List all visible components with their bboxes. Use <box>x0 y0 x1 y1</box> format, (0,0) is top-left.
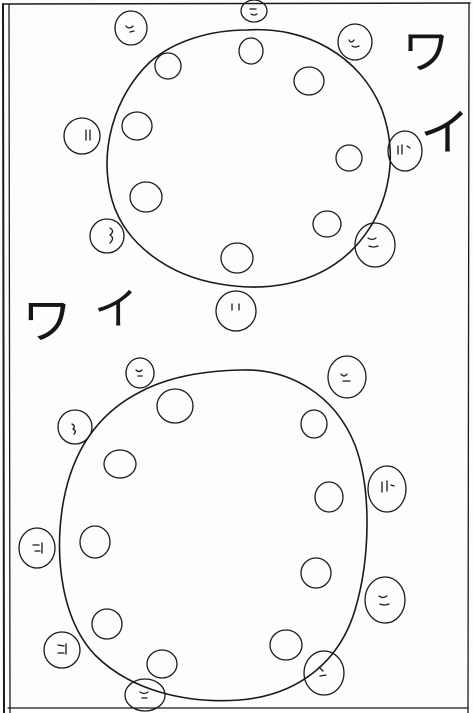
guest-face <box>365 577 405 623</box>
top-outer-guests <box>64 0 422 331</box>
chair <box>92 609 122 639</box>
guest-face <box>90 219 124 253</box>
guest-face <box>304 651 344 695</box>
chair <box>104 450 136 478</box>
guest-face <box>44 632 80 668</box>
chair <box>221 243 253 273</box>
chair <box>130 182 162 212</box>
guest-face <box>19 528 55 568</box>
chair <box>270 630 302 660</box>
guest-face <box>115 11 147 45</box>
bottom-outer-guests <box>19 356 406 711</box>
chair <box>313 211 341 237</box>
chair <box>301 558 331 588</box>
label-wa-top: ワ <box>402 28 450 76</box>
page-frame <box>3 3 470 713</box>
guest-face <box>125 679 165 711</box>
chair <box>239 38 263 64</box>
chair <box>301 410 327 438</box>
chair <box>336 145 362 171</box>
guest-face <box>355 223 395 267</box>
guest-face <box>216 291 256 331</box>
top-table-group <box>64 0 422 331</box>
label-i-top: イ <box>420 108 470 158</box>
guest-face <box>368 466 406 512</box>
guest-face <box>126 358 154 388</box>
chair <box>315 482 343 512</box>
chair <box>80 526 110 558</box>
chair <box>294 67 324 95</box>
guest-face <box>388 131 422 171</box>
chair <box>157 389 193 423</box>
bottom-table-group <box>19 356 406 711</box>
chair <box>122 112 152 140</box>
guest-face <box>338 24 372 60</box>
top-inner-chairs <box>122 38 362 273</box>
chair <box>147 650 177 678</box>
guest-face <box>64 118 100 154</box>
label-wa-middle: ワ <box>22 296 72 346</box>
chair <box>155 53 181 79</box>
label-i-middle: イ <box>94 288 138 332</box>
guest-face <box>328 356 366 398</box>
guest-face <box>58 410 92 444</box>
bottom-inner-chairs <box>80 389 343 678</box>
